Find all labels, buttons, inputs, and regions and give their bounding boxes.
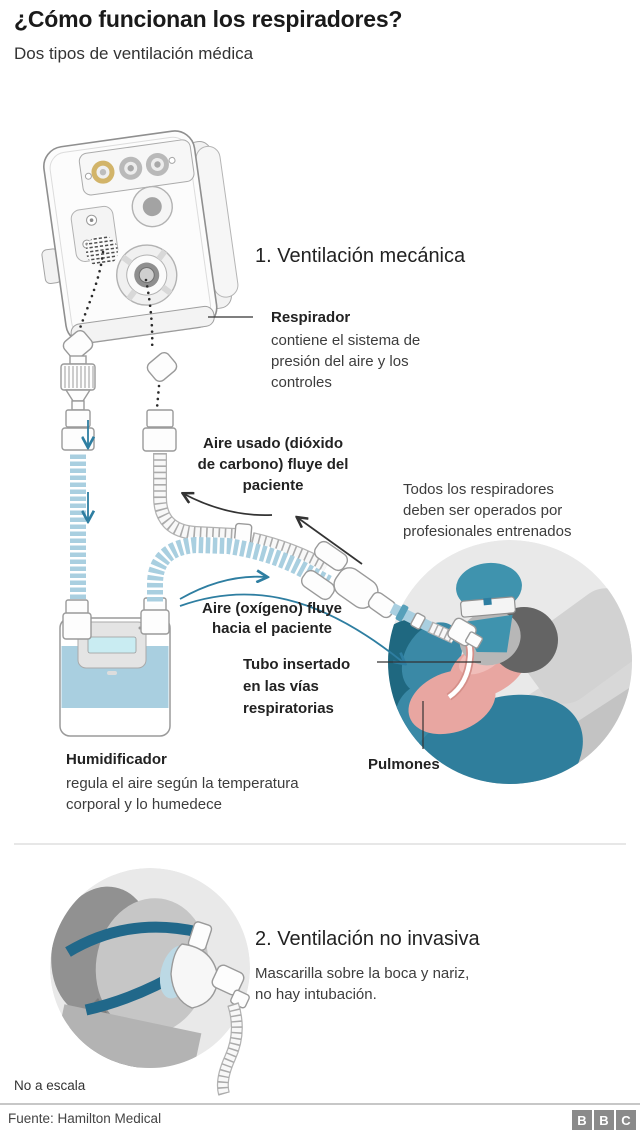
humidifier-description: regula el aire según la temperatura corp… (66, 773, 299, 815)
text-line: corporal y lo humedece (66, 796, 222, 813)
tube-connector (146, 409, 174, 428)
tube-connector (65, 409, 91, 428)
text-line: Mascarilla sobre la boca y nariz, (255, 965, 470, 982)
y-connector-and-patient-tube (300, 540, 484, 649)
flow-arrows (88, 420, 404, 663)
white-tube-exhale-2 (250, 532, 330, 574)
text-line: deben ser operados por (403, 502, 563, 519)
text-line: Aire usado (dióxido (202, 435, 343, 452)
tube-connector (142, 427, 177, 452)
text-line: Tubo insertado (243, 656, 351, 673)
bbc-logo: B B C (572, 1110, 636, 1130)
machine-top-ports (78, 139, 195, 196)
exhale-arrow-icon (184, 494, 273, 516)
section1-heading: 1. Ventilación mecánica (255, 245, 466, 267)
inhale-arrow-icon (179, 593, 404, 663)
lungs-label: Pulmones (368, 756, 440, 773)
mask-scene-illustration (50, 868, 250, 1096)
white-tube-exhale (153, 453, 237, 542)
text-line: controles (271, 374, 332, 391)
mask-hose (216, 1002, 243, 1096)
respirador-label: Respirador (271, 309, 351, 326)
text-line: Todos los respiradores (403, 481, 554, 498)
exhale-air-label: Aire usado (dióxido de carbono) fluye de… (177, 433, 369, 496)
face-mask (170, 943, 219, 1009)
dotted-connection-lines (77, 250, 161, 410)
machine-exhale-port (131, 185, 173, 228)
machine-inhale-port (116, 244, 178, 306)
inhale-air-label: Aire (oxígeno) fluye hacia el paciente (183, 599, 361, 639)
elbow-connector-right (146, 351, 178, 383)
ventilator-machine-illustration (41, 130, 239, 345)
exhale-arrow-icon (298, 518, 363, 565)
filter-illustration (60, 355, 96, 411)
pillow (522, 588, 632, 704)
source-credit: Fuente: Hamilton Medical (8, 1111, 162, 1126)
text-line: contiene el sistema de (271, 332, 421, 349)
text-line: en las vías (243, 678, 319, 695)
inserted-tube-label: Tubo insertado en las vías respiratorias (243, 654, 350, 720)
text-line: regula el aire según la temperatura (66, 775, 299, 792)
mask-strap-top (65, 921, 200, 957)
text-line: respiratorias (243, 700, 334, 717)
text-line: profesionales entrenados (403, 523, 572, 540)
scale-note: No a escala (14, 1078, 86, 1093)
humidifier-illustration (59, 597, 171, 737)
text-line: hacia el paciente (211, 620, 333, 637)
humidifier-display (87, 636, 137, 654)
text-line: de carbono) fluye del (197, 456, 349, 473)
inhale-arrow-icon (179, 577, 266, 600)
tube-connector (61, 427, 95, 451)
text-line: presión del aire y los (271, 353, 409, 370)
bbc-logo-block: B (572, 1110, 592, 1130)
bbc-logo-block: B (594, 1110, 614, 1130)
humidifier-label: Humidificador (66, 751, 167, 768)
breathing-circuit (59, 329, 332, 737)
respirador-description: contiene el sistema de presión del aire … (271, 330, 420, 393)
bbc-logo-block: C (616, 1110, 636, 1130)
page-subtitle: Dos tipos de ventilación médica (14, 44, 254, 63)
text-line: paciente (242, 477, 304, 494)
label-pointer-lines (208, 316, 481, 749)
text-line: no hay intubación. (255, 986, 377, 1003)
text-line: Aire (oxígeno) fluye (201, 600, 343, 617)
professionals-note: Todos los respiradores deben ser operado… (403, 479, 571, 542)
blue-tube-to-patient (146, 536, 332, 604)
section2-heading: 2. Ventilación no invasiva (255, 928, 480, 950)
elbow-connector-left (62, 329, 94, 361)
mask-description: Mascarilla sobre la boca y nariz, no hay… (255, 963, 469, 1005)
page-title: ¿Cómo funcionan los respiradores? (14, 6, 403, 32)
